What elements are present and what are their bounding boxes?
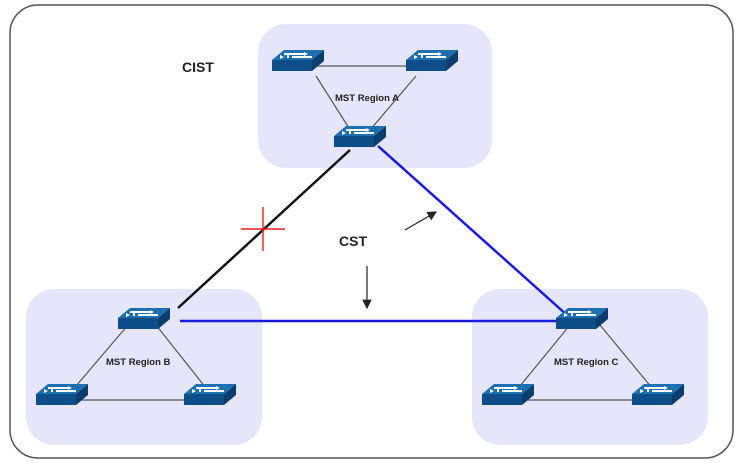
region-c-label: MST Region C: [554, 357, 619, 368]
region-b-area: [26, 289, 262, 445]
region-c-area: [472, 289, 708, 445]
region-b-links: [75, 324, 207, 401]
blocked-port-marker: [241, 207, 285, 251]
cist-label: CIST: [182, 59, 214, 75]
region-c-links: [514, 324, 653, 401]
cst-link-a-c: [377, 145, 569, 317]
region-b-label: MST Region B: [106, 357, 171, 368]
region-a-label: MST Region A: [335, 93, 399, 104]
cst-label: CST: [339, 233, 367, 249]
cst-arrow-diagonal: [404, 211, 438, 231]
